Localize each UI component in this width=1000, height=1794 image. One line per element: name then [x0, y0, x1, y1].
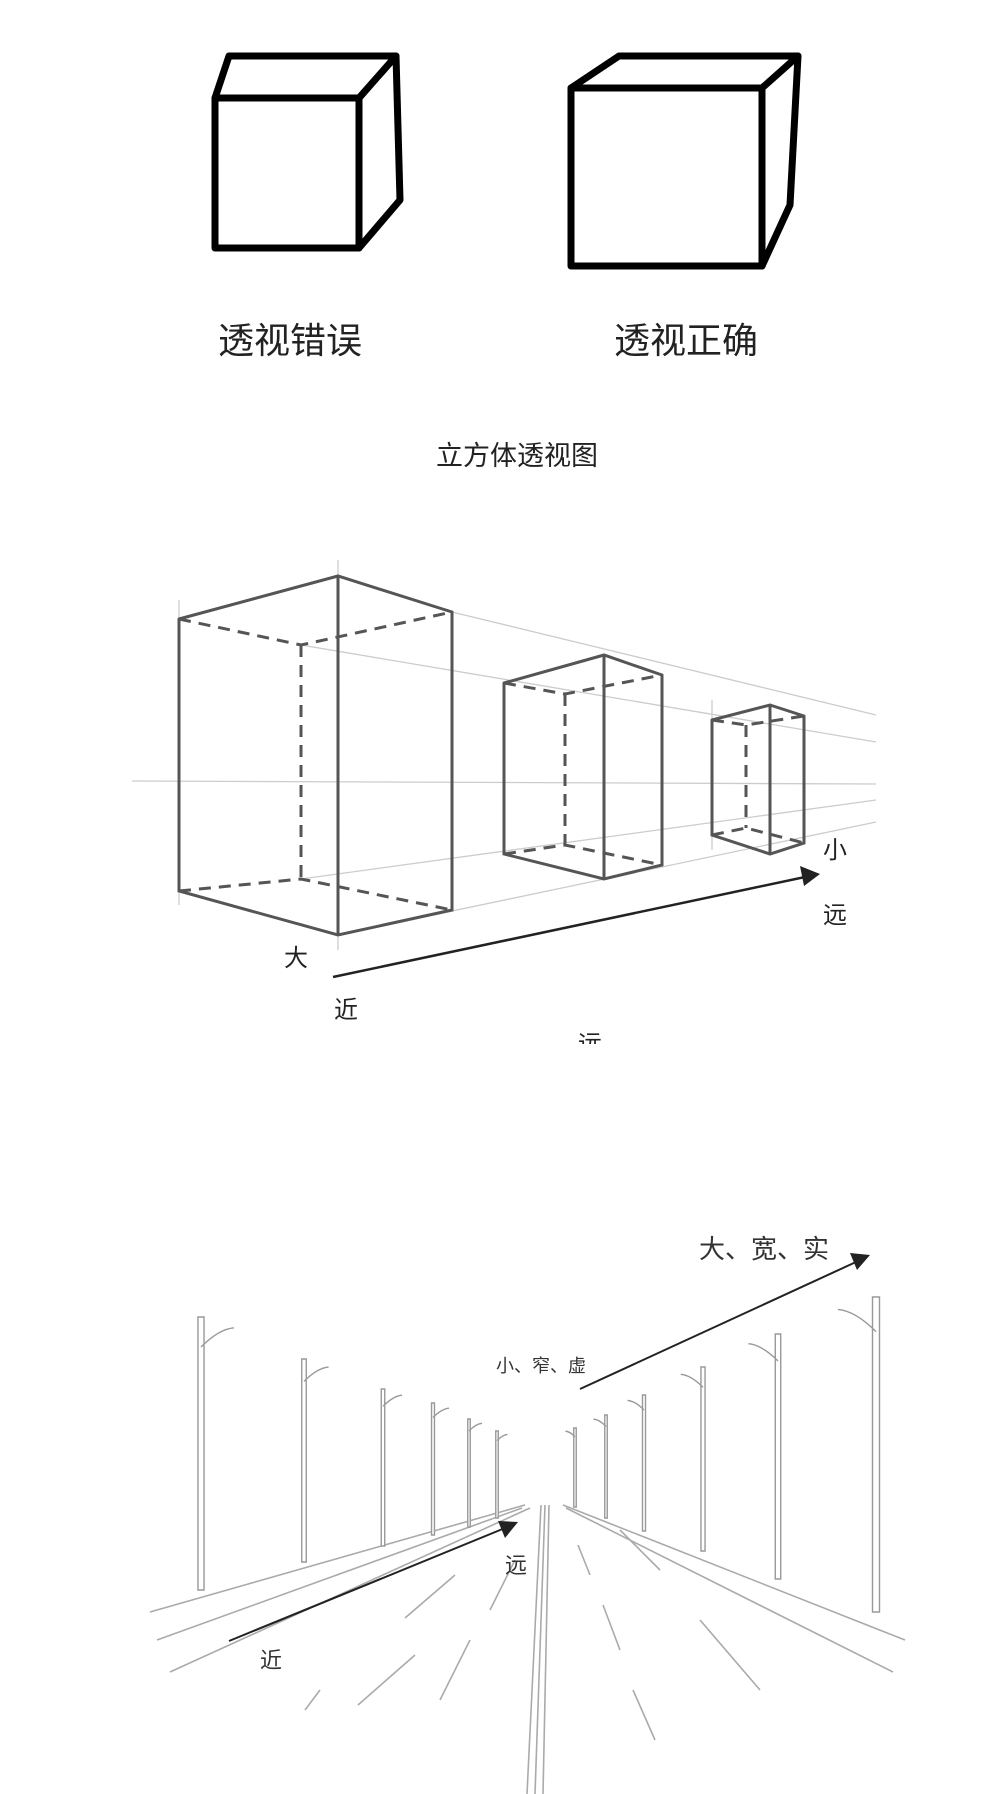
street-lamp: [565, 1427, 577, 1508]
wrong-perspective-cube: [211, 52, 404, 252]
correct-perspective-label: 透视正确: [614, 321, 758, 362]
street-lamps: [197, 1296, 881, 1613]
near-qualities-label: 大、宽、实: [699, 1235, 829, 1265]
small-label: 小: [823, 836, 847, 864]
street-lamp: [748, 1333, 782, 1580]
near-to-vanishing-arrow: [228, 1521, 518, 1642]
street-lamp: [495, 1430, 508, 1519]
street-lamp: [680, 1366, 706, 1552]
near-label: 近: [334, 996, 358, 1024]
middle-box: [502, 653, 664, 881]
large-label: 大: [284, 944, 308, 972]
far-to-near-arrow: [579, 1253, 870, 1390]
street-lamp: [627, 1394, 647, 1532]
street-lamp: [467, 1418, 483, 1528]
road-near-label: 近: [260, 1649, 282, 1674]
road-far-label: 远: [505, 1554, 527, 1579]
far-label: 远: [823, 901, 847, 929]
far-qualities-label: 小、窄、虚: [496, 1356, 586, 1377]
partial-far-label: 远: [578, 1030, 602, 1058]
correct-perspective-cube: [567, 52, 802, 270]
far-box: [710, 703, 806, 856]
street-lamp: [837, 1296, 881, 1613]
road: [149, 1504, 906, 1794]
wrong-perspective-label: 透视错误: [218, 321, 362, 362]
near-box: [177, 574, 454, 937]
street-lamp: [380, 1388, 403, 1547]
near-to-far-arrow: [332, 866, 820, 979]
street-lamp: [197, 1316, 235, 1591]
street-lamp: [430, 1402, 450, 1536]
street-lamp: [301, 1358, 329, 1563]
street-lamp: [593, 1414, 608, 1519]
cube-perspective-caption: 立方体透视图: [436, 441, 598, 472]
